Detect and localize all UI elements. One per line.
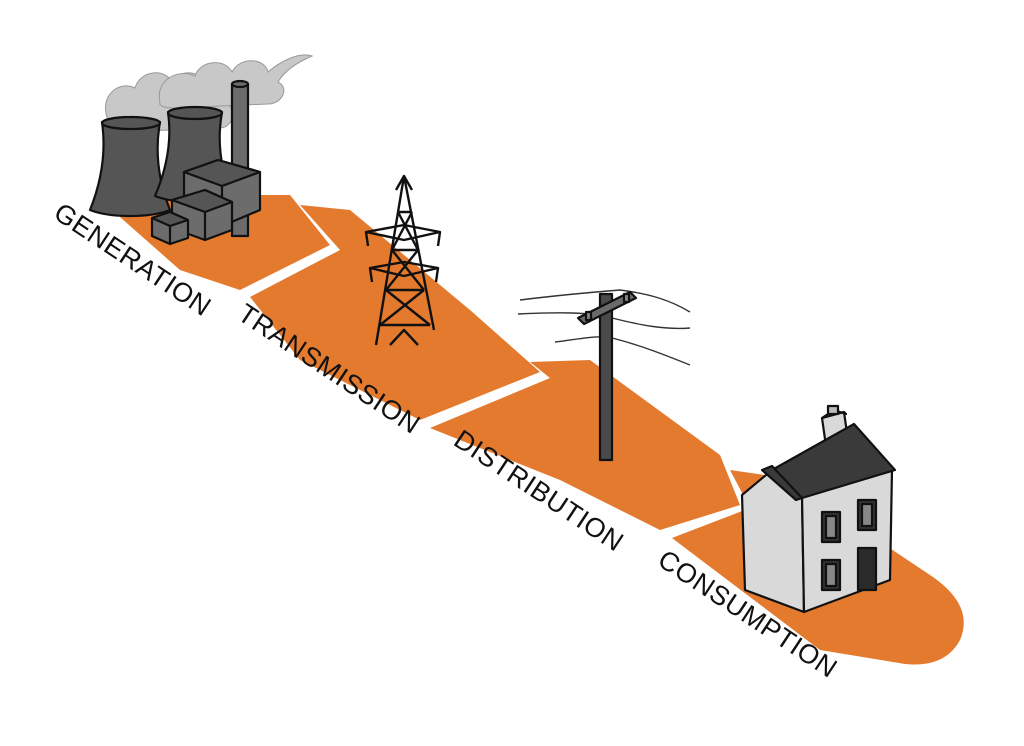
transmission-tower-icon — [364, 174, 442, 346]
utility-pole-icon — [517, 289, 691, 462]
power-plant-icon — [88, 54, 314, 246]
house-icon — [740, 404, 897, 614]
power-line-icon — [519, 289, 691, 313]
door-icon — [856, 546, 878, 592]
cooling-tower-icon — [88, 120, 172, 218]
flow-segment-distribution — [430, 360, 740, 530]
